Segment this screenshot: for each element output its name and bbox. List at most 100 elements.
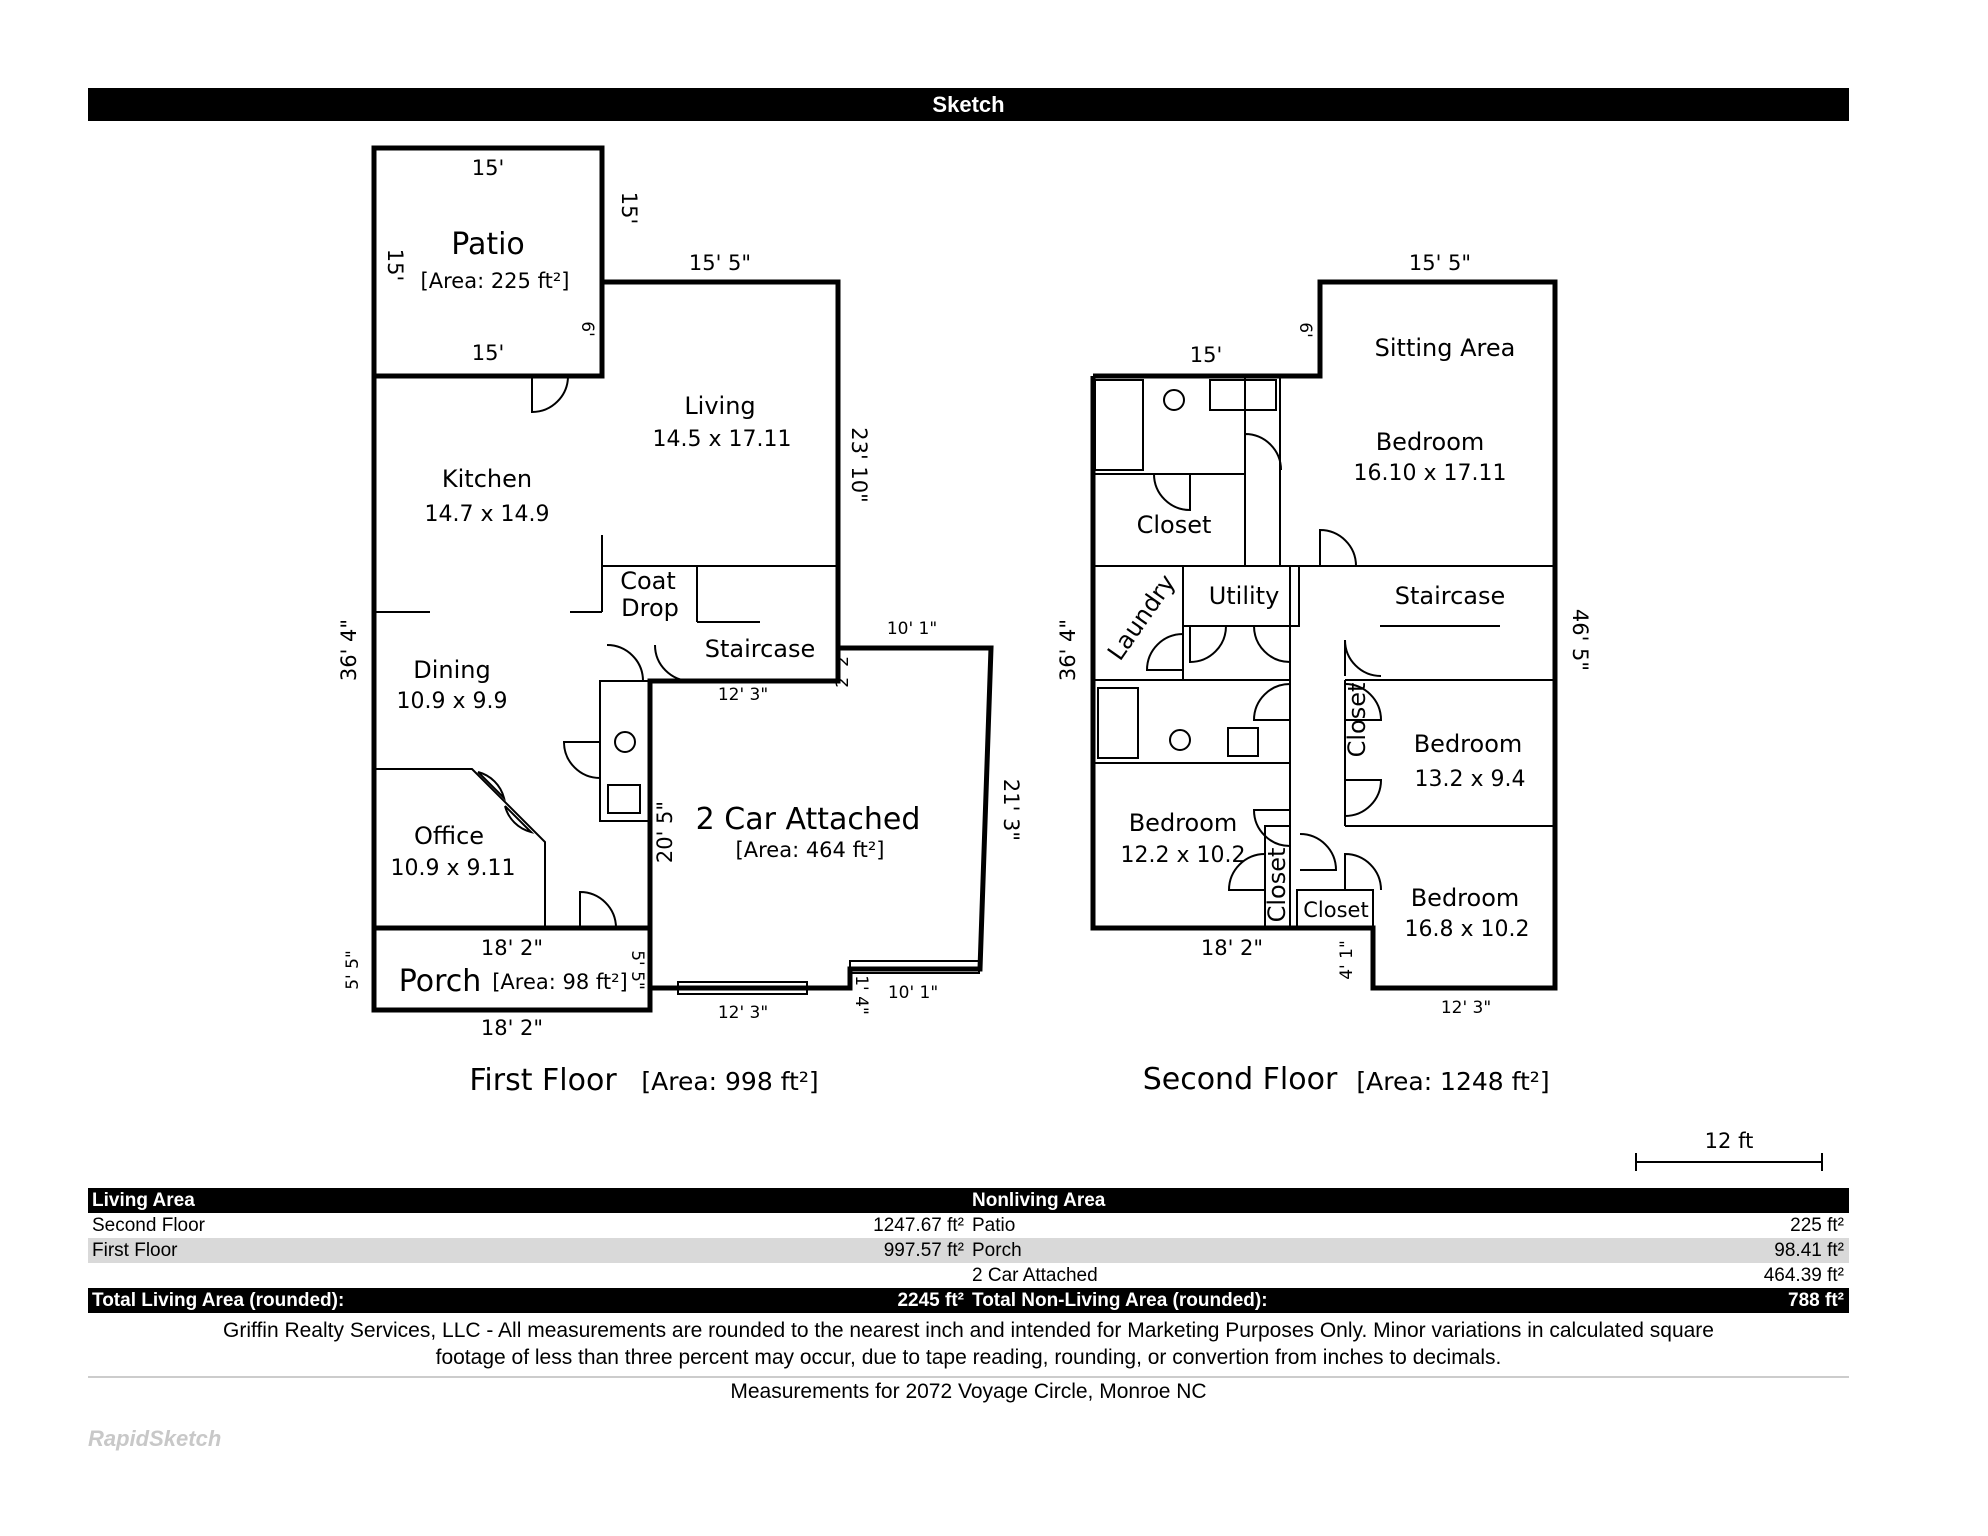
dim-garage-left: 20' 5" (653, 801, 677, 863)
patio-door-icon (531, 375, 569, 414)
room-office-name: Office (414, 822, 484, 850)
room-living-name: Living (684, 392, 755, 420)
room-patio-name: Patio (451, 227, 525, 262)
footer-divider (88, 1376, 1849, 1378)
closet4-door-icon (1344, 852, 1382, 891)
row-value: 1247.67 ft² (873, 1215, 964, 1236)
table-total-row: Total Living Area (rounded):2245 ft² Tot… (88, 1288, 1849, 1313)
first-floor-plan: 15' 15' 15' 15' 6' 15' 5" 23' 10" 36' 4"… (337, 145, 1023, 1098)
room-dining-name: Dining (413, 656, 490, 684)
utility-room (1182, 565, 1300, 627)
closet-4-box (1296, 889, 1374, 929)
living-area-header: Living Area (92, 1190, 195, 1211)
room-closet2-name: Closet (1343, 683, 1371, 758)
room-staircase-name: Staircase (705, 635, 816, 663)
porch-door-icon (579, 890, 617, 929)
room-bed1-name: Bedroom (1376, 428, 1485, 456)
closet3-door-icon (1227, 853, 1266, 891)
bed1-door-icon (1244, 432, 1282, 471)
rapidsketch-logo: RapidSketch (88, 1426, 222, 1451)
address-line: Measurements for 2072 Voyage Circle, Mon… (730, 1380, 1207, 1403)
bed2-door-icon (1344, 779, 1383, 817)
row-label: Patio (972, 1215, 1016, 1236)
office-door-1-icon (477, 771, 506, 802)
disclaimer: Griffin Realty Services, LLC - All measu… (88, 1317, 1849, 1371)
patio-outline (371, 145, 605, 379)
second-floor-outline (1090, 279, 1558, 991)
nonliving-area-header: Nonliving Area (972, 1190, 1106, 1211)
room-coat-name-2: Drop (621, 594, 679, 622)
utility-door-2-icon (1253, 625, 1291, 664)
dim-first-left-wall: 36' 4" (337, 619, 361, 681)
sink-icon (607, 784, 641, 814)
scale-bar: 12 ft (1635, 1129, 1823, 1171)
dim-second-step: 6' (1295, 322, 1315, 338)
dim-porch-left: 5' 5" (343, 950, 363, 990)
scale-label: 12 ft (1705, 1129, 1754, 1153)
bed1-closet-door-icon (1319, 528, 1357, 567)
row-label: First Floor (92, 1240, 178, 1261)
room-bed2-name: Bedroom (1414, 730, 1523, 758)
room-garage-name: 2 Car Attached (696, 802, 921, 837)
dim-patio-bottom: 15' (472, 341, 505, 365)
garage-door-icon (654, 644, 692, 682)
room-staircase2-name: Staircase (1395, 582, 1506, 610)
second-floor-title: Second Floor (1143, 1062, 1338, 1097)
bathtub-1-icon (1094, 379, 1144, 471)
dim-second-top: 15' 5" (1409, 251, 1471, 275)
room-utility-name: Utility (1209, 582, 1280, 610)
dim-living-top: 15' 5" (689, 251, 751, 275)
dim-porch-right: 5' 5" (627, 950, 647, 990)
bathtub-2-icon (1097, 687, 1139, 759)
total-nonliving-label: Total Non-Living Area (rounded): (972, 1290, 1268, 1311)
room-coat-name-1: Coat (620, 567, 676, 595)
dim-second-left-wall: 36' 4" (1056, 619, 1080, 681)
room-porch-area: [Area: 98 ft²] (492, 970, 628, 994)
table-header-row: Living Area Nonliving Area (88, 1188, 1849, 1213)
first-floor-area: [Area: 998 ft²] (641, 1067, 818, 1096)
bed3-door-icon (1252, 809, 1291, 847)
room-closet1-name: Closet (1137, 511, 1212, 539)
header-bar: Sketch (88, 88, 1849, 121)
dim-garage-right: 21' 3" (999, 779, 1023, 841)
row-value: 225 ft² (1790, 1215, 1844, 1236)
closet1-door-icon (1153, 473, 1191, 512)
header-title: Sketch (932, 92, 1005, 117)
room-kitchen-size: 14.7 x 14.9 (425, 502, 550, 527)
dim-porch-bottom: 18' 2" (481, 1016, 543, 1040)
room-garage-area: [Area: 464 ft²] (736, 838, 885, 862)
room-kitchen-name: Kitchen (442, 465, 532, 493)
disclaimer-line-2: footage of less than three percent may o… (435, 1346, 1502, 1369)
dim-garage-bottom-right: 10' 1" (888, 983, 938, 1003)
table-row: 2 Car Attached 464.39 ft² (88, 1263, 1849, 1288)
room-office-size: 10.9 x 9.11 (391, 856, 516, 881)
garage-door-right (849, 960, 980, 974)
row-label: Porch (972, 1240, 1022, 1261)
dim-garage-bottom-left: 12' 3" (718, 1003, 768, 1023)
dim-second-bottom-left: 18' 2" (1201, 936, 1263, 960)
bath2-door-icon (1252, 683, 1291, 721)
room-closet4-name: Closet (1303, 898, 1368, 922)
utility-door-1-icon (1189, 625, 1227, 664)
closet-3-box (1264, 825, 1291, 929)
row-value: 464.39 ft² (1763, 1265, 1844, 1286)
room-patio-area: [Area: 225 ft²] (421, 269, 570, 293)
dim-garage-bottom-step: 1' 4" (851, 975, 871, 1015)
dim-second-right-wall: 46' 5" (1568, 609, 1592, 671)
row-label: 2 Car Attached (972, 1265, 1098, 1286)
disclaimer-line-1: Griffin Realty Services, LLC - All measu… (223, 1319, 1714, 1342)
bed2-closet-door-icon (1344, 683, 1383, 721)
room-porch-name: Porch (399, 964, 482, 999)
toilet-icon (614, 731, 636, 753)
bath-door-icon (562, 741, 601, 779)
dim-garage-step: 2' 2" (833, 648, 853, 688)
second-floor-plan: 15' 5" 15' 6' 36' 4" 46' 5" 18' 2" 4' 1"… (1056, 251, 1592, 1097)
sink-2-icon (1227, 727, 1259, 757)
total-living-label: Total Living Area (rounded): (92, 1290, 345, 1311)
dim-patio-step: 6' (577, 321, 597, 337)
room-bed3-size: 12.2 x 10.2 (1121, 843, 1246, 868)
